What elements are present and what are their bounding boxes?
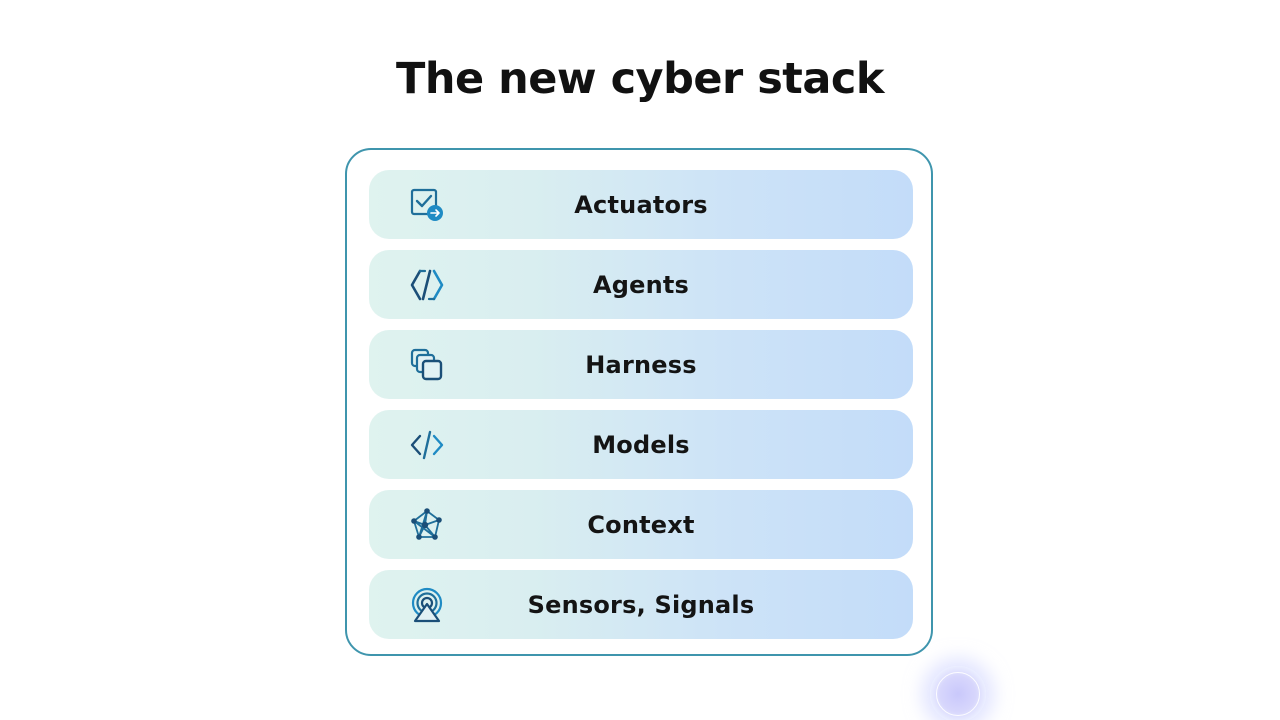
stack-frame: Actuators Agents xyxy=(345,148,933,656)
agent-brackets-icon xyxy=(409,267,445,303)
glow-orb-button[interactable] xyxy=(930,666,986,720)
checkbox-arrow-icon xyxy=(409,187,445,223)
code-icon xyxy=(409,427,445,463)
stack-layer-context: Context xyxy=(369,490,913,559)
stack-layer-label: Models xyxy=(592,430,690,459)
signal-broadcast-icon xyxy=(409,587,445,623)
stack-layer-label: Harness xyxy=(585,350,697,379)
stack-layer-harness: Harness xyxy=(369,330,913,399)
stack-layer-agents: Agents xyxy=(369,250,913,319)
stack-layer-label: Actuators xyxy=(574,190,708,219)
stack-layer-models: Models xyxy=(369,410,913,479)
stack-layer-label: Agents xyxy=(592,270,690,299)
stack-layer-label: Sensors, Signals xyxy=(527,590,755,619)
network-graph-icon xyxy=(409,507,445,543)
stack-layer-sensors-signals: Sensors, Signals xyxy=(369,570,913,639)
page-title: The new cyber stack xyxy=(396,54,884,104)
stack-layer-actuators: Actuators xyxy=(369,170,913,239)
stacked-layers-icon xyxy=(409,347,445,383)
stack-layer-label: Context xyxy=(587,510,695,539)
